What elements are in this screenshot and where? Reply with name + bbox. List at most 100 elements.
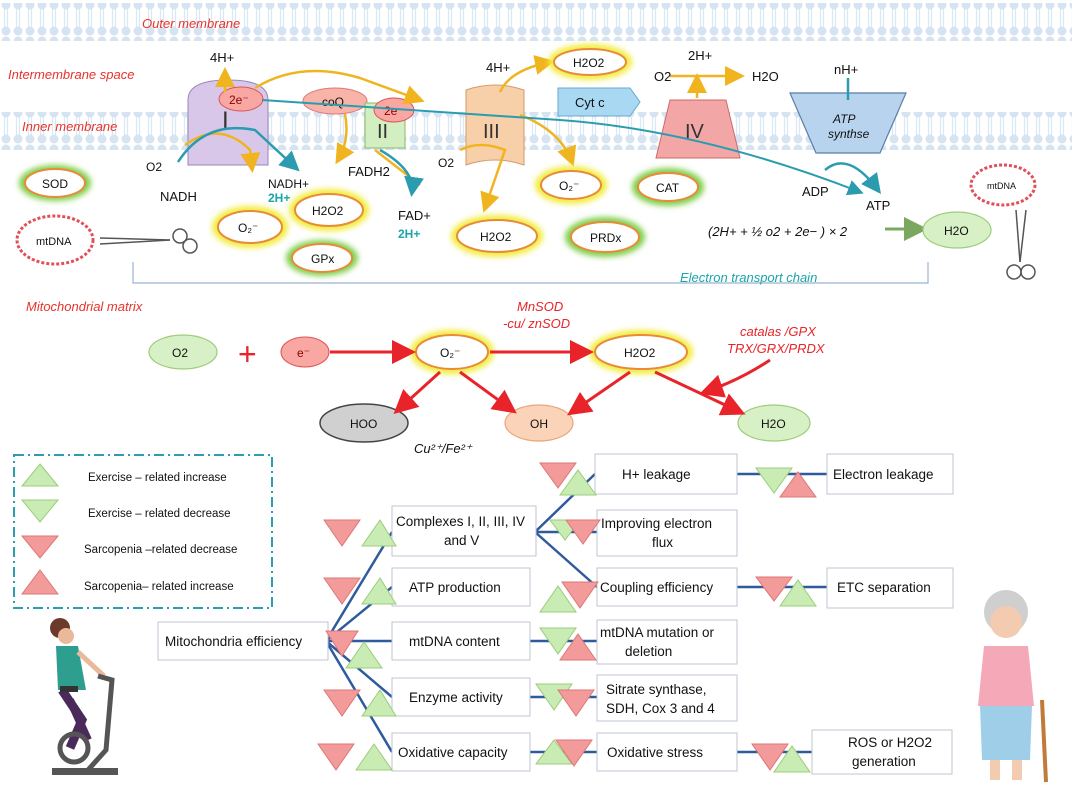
svg-text:Improving electron: Improving electron — [601, 516, 712, 531]
svg-text:O2: O2 — [172, 346, 188, 360]
mtdna-left: mtDNA — [15, 214, 95, 266]
svg-text:OH: OH — [530, 417, 548, 431]
node-oxcap: Oxidative capacity — [391, 732, 531, 772]
legend-item-3: Sarcopenia –related decrease — [20, 535, 237, 559]
intermembrane-label: Intermembrane space — [8, 67, 134, 82]
svg-text:Sitrate synthase,: Sitrate synthase, — [606, 682, 707, 697]
svg-text:H+ leakage: H+ leakage — [622, 467, 691, 482]
node-oxstress: Oxidative stress — [596, 732, 738, 772]
outer-membrane-band — [0, 3, 1072, 41]
svg-text:mtDNA mutation or: mtDNA mutation or — [600, 625, 715, 640]
svg-text:flux: flux — [652, 535, 673, 550]
svg-text:H2O2: H2O2 — [312, 204, 344, 218]
svg-text:O₂⁻: O₂⁻ — [559, 179, 579, 193]
reaction-hoo: HOO — [319, 403, 409, 443]
cyt-c-label: Cyt c — [575, 95, 605, 110]
arrow-atp-teal — [824, 162, 882, 194]
node-flux: Improving electron flux — [596, 509, 738, 557]
svg-text:mtDNA: mtDNA — [36, 236, 72, 248]
complex-4 — [655, 99, 741, 159]
atp-synthase — [789, 92, 907, 154]
reaction-oh: OH — [504, 404, 574, 442]
electron-1 — [218, 86, 264, 112]
node-ros: ROS or H2O2 generation — [811, 729, 953, 775]
node-complexes: Complexes I, II, III, IV and V — [391, 505, 537, 557]
arrow-coq-teal — [379, 148, 424, 197]
arrow-h2o2-oh — [567, 370, 631, 416]
atp: ATP — [866, 198, 890, 213]
reaction-o2: O2 — [148, 334, 218, 370]
catalas-label: catalas /GPX — [740, 324, 817, 339]
h2o2-b-node: H2O2 — [451, 215, 543, 257]
node-mutation: mtDNA mutation or deletion — [596, 619, 738, 665]
node-hleak: H+ leakage — [594, 453, 738, 495]
indicators — [317, 462, 817, 773]
svg-text:mtDNA content: mtDNA content — [409, 634, 500, 649]
legend-item-2: Exercise – related decrease — [20, 499, 231, 523]
svg-text:CAT: CAT — [656, 181, 680, 195]
reaction-h2o2: H2O2 — [589, 330, 693, 374]
legend-box — [13, 454, 273, 609]
h2-top: 2H+ — [688, 48, 712, 63]
svg-text:H2O2: H2O2 — [624, 346, 656, 360]
plus-sign: + — [238, 336, 257, 372]
mtdna-right: mtDNA — [969, 163, 1037, 207]
arrow-catalas — [699, 358, 771, 398]
fadh2: FADH2 — [348, 164, 390, 179]
metals-label: Cu²⁺/Fe²⁺ — [414, 441, 473, 456]
svg-text:ETC separation: ETC separation — [837, 580, 931, 595]
arrow-fadh2 — [335, 113, 355, 165]
complex-1-label: I — [222, 107, 229, 134]
arrow-nadh-teal — [176, 126, 300, 172]
mnsod-label: MnSOD — [517, 299, 563, 314]
svg-text:mtDNA: mtDNA — [987, 181, 1016, 191]
svg-text:deletion: deletion — [625, 644, 672, 659]
node-eleak: Electron leakage — [826, 453, 954, 495]
adp: ADP — [802, 184, 829, 199]
svg-text:and V: and V — [444, 533, 479, 548]
elderly-woman-illustration — [978, 590, 1048, 783]
svg-text:Coupling efficiency: Coupling efficiency — [600, 580, 713, 595]
coq-label: coQ — [322, 95, 344, 109]
scissors-vertical-icon — [1006, 209, 1036, 280]
legend-item-4: Sarcopenia– related increase — [21, 569, 234, 595]
arrow-h2o2-h2o — [654, 370, 746, 416]
reaction-h2o: H2O — [737, 404, 811, 442]
arrow-o2r-oh — [459, 370, 517, 414]
cat-node: CAT — [632, 168, 704, 206]
coq — [302, 87, 368, 115]
arrow-o2r-hoo — [393, 370, 442, 415]
node-atp: ATP production — [391, 567, 531, 607]
svg-text:Enzyme activity: Enzyme activity — [409, 690, 503, 705]
svg-text:e⁻: e⁻ — [297, 346, 310, 360]
h4-a: 4H+ — [210, 50, 234, 65]
arrow-e-longteal — [261, 99, 864, 196]
reaction-o2r: O₂⁻ — [410, 330, 494, 374]
cuznsod-label: -cu/ znSOD — [503, 316, 570, 331]
svg-text:ATP production: ATP production — [409, 580, 501, 595]
h2o2-a-node: H2O2 — [289, 189, 369, 231]
gpx-node: GPx — [286, 240, 358, 276]
svg-text:Mitochondria efficiency: Mitochondria efficiency — [165, 634, 302, 649]
matrix-label: Mitochondrial matrix — [26, 299, 143, 314]
svg-text:Sarcopenia –related decrease: Sarcopenia –related decrease — [84, 544, 237, 556]
svg-text:Electron leakage: Electron leakage — [833, 467, 934, 482]
svg-text:Oxidative stress: Oxidative stress — [607, 745, 703, 760]
svg-text:HOO: HOO — [350, 417, 377, 431]
h2-green-a: 2H+ — [268, 191, 290, 205]
node-mtdna: mtDNA content — [391, 621, 531, 661]
legend-item-1: Exercise – related increase — [20, 463, 227, 487]
node-sitrate: Sitrate synthase, SDH, Cox 3 and 4 — [596, 674, 738, 722]
cyt-c — [557, 87, 641, 117]
h2o-top: H2O — [752, 69, 779, 84]
o2r-a-node: O₂⁻ — [212, 206, 288, 248]
inner-membrane-label: Inner membrane — [22, 119, 117, 134]
trx-label: TRX/GRX/PRDX — [727, 341, 826, 356]
o2-top: O2 — [654, 69, 671, 84]
svg-text:O₂⁻: O₂⁻ — [440, 346, 460, 360]
complex-4-label: IV — [685, 121, 705, 143]
svg-text:H2O2: H2O2 — [480, 230, 512, 244]
outer-membrane-label: Outer membrane — [142, 16, 240, 31]
o2-a: O2 — [146, 160, 162, 174]
